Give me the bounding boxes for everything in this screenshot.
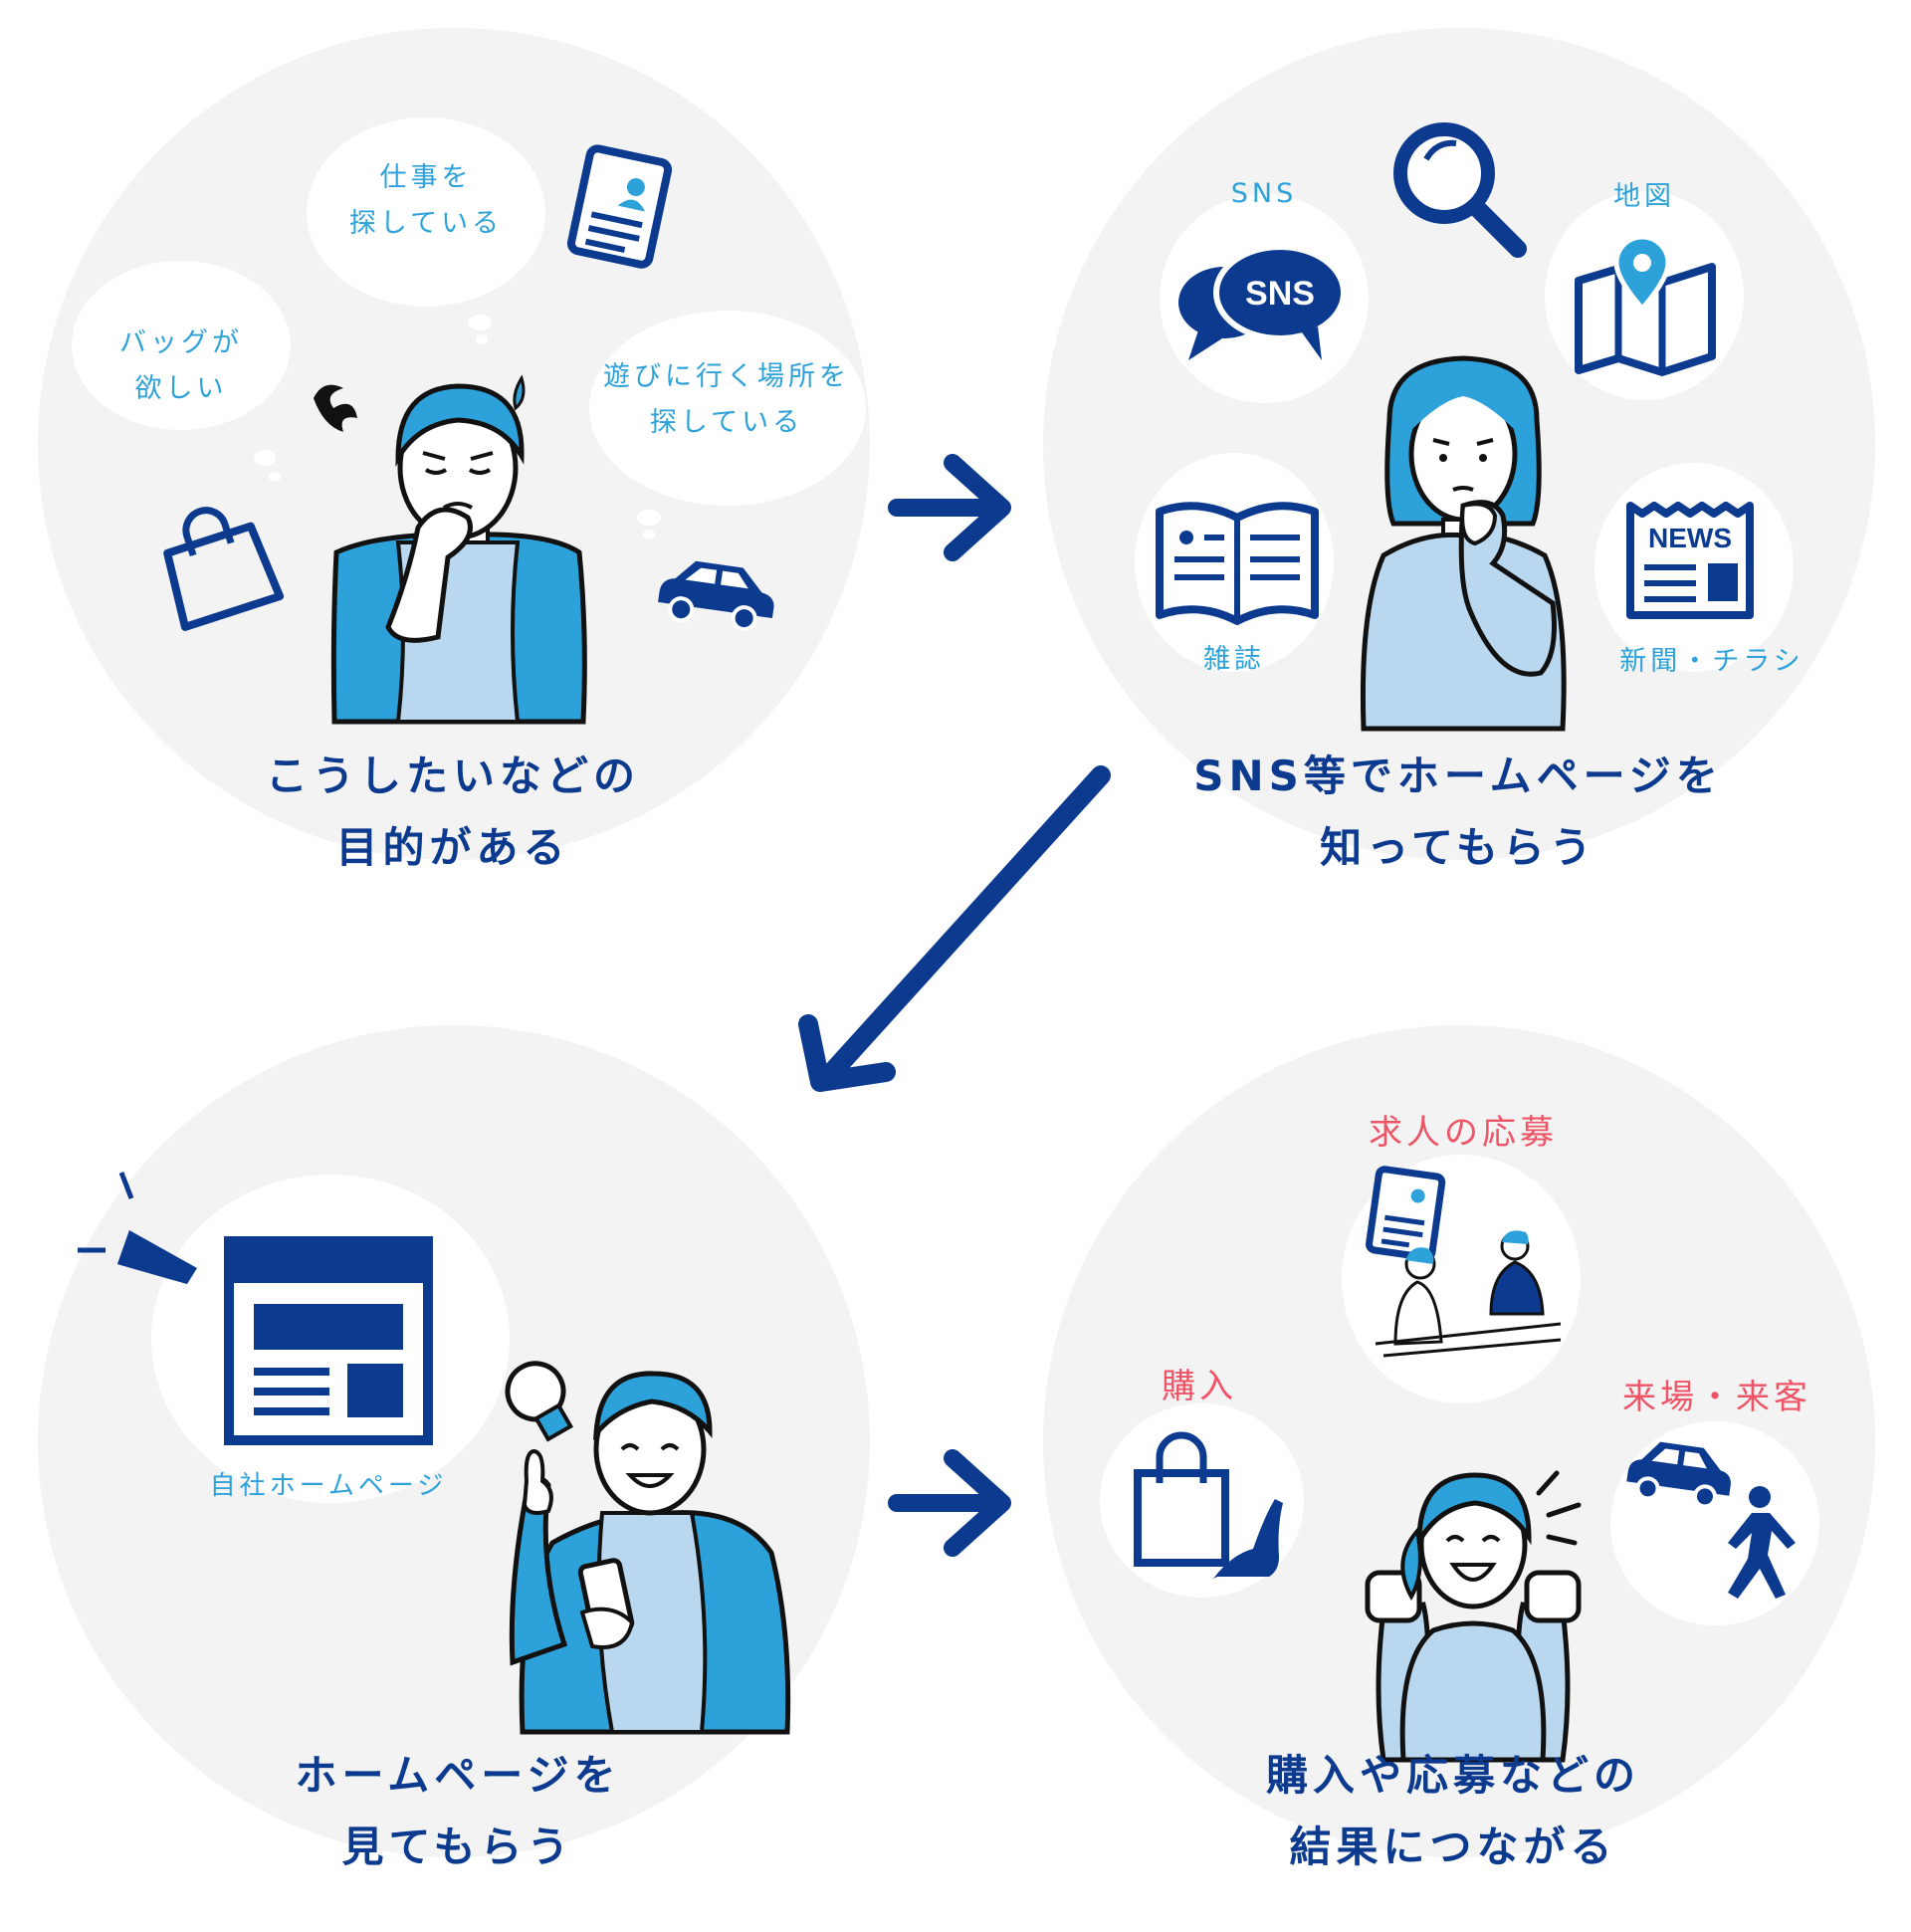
thought-dot — [476, 334, 488, 344]
thought-dot — [643, 530, 655, 539]
newspaper-icon: NEWS — [1626, 502, 1754, 619]
thought-bag-label: バッグが 欲しい — [119, 327, 243, 404]
thought-dot — [637, 510, 661, 526]
homepage-label: 自社ホームページ — [209, 1471, 448, 1501]
spotlight-icon — [78, 1172, 197, 1284]
sns-chat-icon: SNS — [1178, 244, 1347, 360]
lightbulb-icon — [505, 1361, 573, 1442]
visit-label: 来場・来客 — [1622, 1378, 1811, 1417]
arrow-right-icon — [888, 1449, 1011, 1557]
arrow-right-icon — [888, 454, 1011, 561]
visit-bubble — [1610, 1421, 1819, 1625]
step1-caption: こうしたいなどの 目的がある — [265, 751, 640, 872]
magnifier-icon — [1393, 122, 1527, 258]
smartphone-man-illustration — [509, 1371, 791, 1735]
thinking-woman-illustration — [1360, 355, 1567, 732]
thought-dot — [468, 315, 492, 330]
interview-illustration — [1366, 1166, 1562, 1358]
arrow-down-left-icon — [798, 765, 1111, 1092]
car-icon — [1626, 1441, 1731, 1509]
high-heel-icon — [1213, 1499, 1283, 1579]
news-icon-text: NEWS — [1648, 523, 1732, 553]
walking-person-icon — [1728, 1486, 1796, 1599]
thought-dot — [254, 450, 276, 466]
worried-man-illustration — [314, 374, 587, 725]
sns-label: SNS — [1230, 178, 1298, 209]
map-label: 地図 — [1613, 181, 1675, 212]
thought-dot — [269, 472, 281, 482]
thought-job-label: 仕事を 探している — [348, 162, 504, 239]
shopping-bag-icon — [163, 507, 285, 631]
thought-cloud-job — [307, 117, 545, 307]
step4-caption: 購入や応募などの 結果につながる — [1265, 1751, 1640, 1871]
resume-icon — [566, 144, 673, 269]
purchase-label: 購入 — [1162, 1367, 1237, 1406]
sns-icon-text: SNS — [1245, 275, 1315, 313]
thought-cloud-bag — [72, 261, 291, 430]
happy-woman-illustration — [1365, 1470, 1582, 1763]
car-icon — [658, 560, 774, 632]
step2-caption: SNS等でホームページを 知ってもらう — [1193, 751, 1723, 872]
magazine-icon — [1156, 502, 1319, 625]
webpage-icon — [224, 1236, 433, 1445]
magazine-label: 雑誌 — [1203, 644, 1265, 675]
step3-caption: ホームページを 見てもらう — [295, 1751, 621, 1871]
shopping-bag-icon — [1134, 1431, 1283, 1579]
newspaper-label: 新聞・チラシ — [1619, 646, 1805, 677]
map-pin-icon — [1575, 234, 1716, 376]
thought-cloud-play — [589, 311, 866, 506]
thought-play-label: 遊びに行く場所を 探している — [603, 361, 850, 438]
job-application-label: 求人の応募 — [1369, 1113, 1558, 1153]
